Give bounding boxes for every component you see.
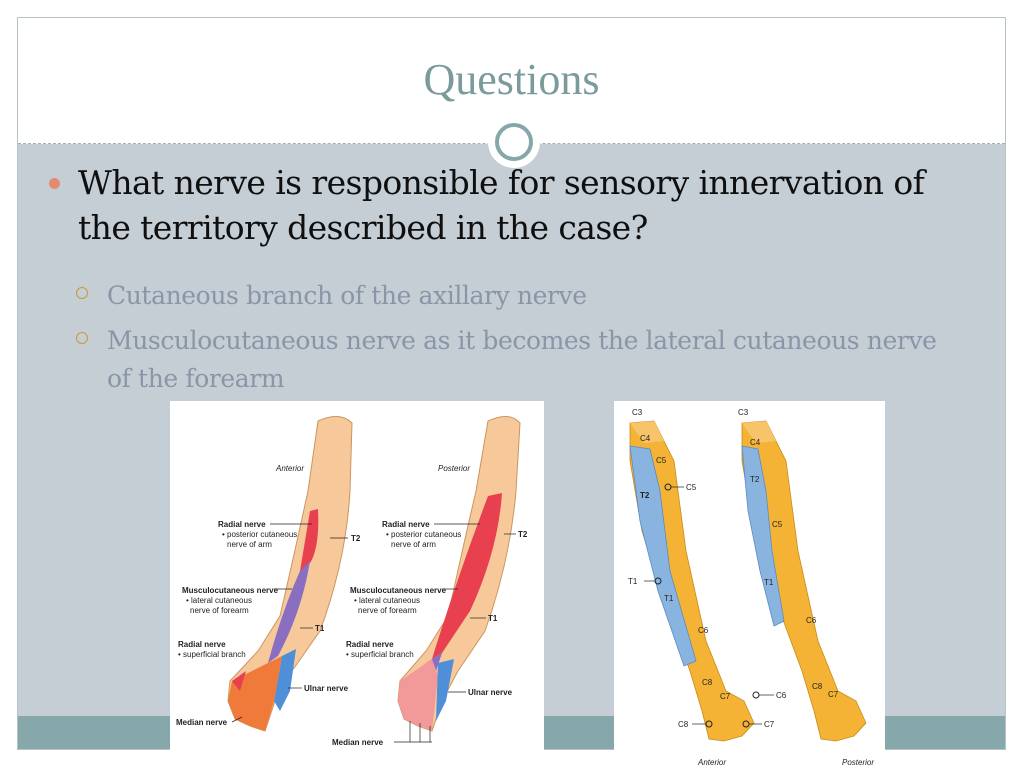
posterior-dermatome-arm: [741, 420, 867, 742]
label-sub: • posterior cutaneous: [386, 530, 461, 539]
label-sub: nerve of forearm: [190, 606, 249, 615]
t2-label: T2: [351, 534, 361, 543]
c3-label: C3: [632, 408, 643, 417]
t1-label: T1: [628, 577, 638, 586]
t1-label: T1: [664, 594, 674, 603]
label-sub: nerve of arm: [391, 540, 436, 549]
median-nerve-label: Median nerve: [332, 738, 384, 747]
c5-label: C5: [686, 483, 697, 492]
label-sub: • lateral cutaneous: [186, 596, 252, 605]
t1-label: T1: [488, 614, 498, 623]
posterior-arm: Posterior: [397, 416, 521, 732]
ornament-ring: [495, 123, 533, 161]
t2-label: T2: [640, 491, 650, 500]
c6-label: C6: [806, 616, 817, 625]
label-sub: • superficial branch: [178, 650, 246, 659]
c7-label: C7: [828, 690, 839, 699]
musculocutaneous-label: Musculocutaneous nerve: [350, 586, 447, 595]
sub-bullet-item: Cutaneous branch of the axillary nerve: [76, 277, 956, 315]
dermatome-figure: C3 C4 C5 T2 C5 T1 T1 C6 C8 C7 C6 C8 C7 A…: [614, 401, 885, 768]
c7-label: C7: [764, 720, 775, 729]
radial-nerve-label: Radial nerve: [346, 640, 394, 649]
view-label: Posterior: [842, 758, 874, 767]
c6-label: C6: [698, 626, 709, 635]
ulnar-nerve-label: Ulnar nerve: [468, 688, 513, 697]
anterior-dermatome-arm: [629, 420, 755, 742]
sub-bullet-text: Musculocutaneous nerve as it becomes the…: [107, 326, 937, 393]
t2-label: T2: [750, 475, 760, 484]
musculocutaneous-label: Musculocutaneous nerve: [182, 586, 279, 595]
view-label: Anterior: [275, 464, 304, 473]
label-sub: • posterior cutaneous: [222, 530, 297, 539]
t1-label: T1: [315, 624, 325, 633]
c6-label: C6: [776, 691, 787, 700]
t1-label: T1: [764, 578, 774, 587]
bullet-dot-icon: [49, 178, 60, 189]
c4-label: C4: [750, 438, 761, 447]
anterior-arm: Anterior: [227, 416, 353, 732]
c5-label: C5: [772, 520, 783, 529]
nerve-territory-figure: Anterior Posterior Radial nerve • poster…: [170, 401, 544, 751]
sub-bullet-circle-icon: [76, 287, 88, 299]
ulnar-nerve-label: Ulnar nerve: [304, 684, 349, 693]
c7-label: C7: [720, 692, 731, 701]
t2-label: T2: [518, 530, 528, 539]
circle-ornament-icon: [488, 116, 540, 168]
c8-label: C8: [812, 682, 823, 691]
label-sub: nerve of forearm: [358, 606, 417, 615]
nerve-territory-illustration: Anterior Posterior Radial nerve • poster…: [176, 416, 528, 747]
radial-nerve-label: Radial nerve: [382, 520, 430, 529]
c4-label: C4: [640, 434, 651, 443]
page-title: Questions: [423, 55, 600, 104]
sub-bullet-circle-icon: [76, 332, 88, 344]
median-nerve-label: Median nerve: [176, 718, 228, 727]
view-label: Anterior: [697, 758, 726, 767]
radial-nerve-label: Radial nerve: [218, 520, 266, 529]
sub-bullet-text: Cutaneous branch of the axillary nerve: [107, 281, 587, 310]
c8-label: C8: [678, 720, 689, 729]
c8-label: C8: [702, 678, 713, 687]
label-sub: • lateral cutaneous: [354, 596, 420, 605]
radial-nerve-label: Radial nerve: [178, 640, 226, 649]
c3-label: C3: [738, 408, 749, 417]
view-label: Posterior: [438, 464, 470, 473]
sub-bullet-item: Musculocutaneous nerve as it becomes the…: [76, 322, 956, 398]
c5-label: C5: [656, 456, 667, 465]
label-sub: nerve of arm: [227, 540, 272, 549]
bullet-item: What nerve is responsible for sensory in…: [49, 160, 949, 250]
label-sub: • superficial branch: [346, 650, 414, 659]
dermatome-illustration: C3 C4 C5 T2 C5 T1 T1 C6 C8 C7 C6 C8 C7 A…: [628, 408, 874, 767]
bullet-text: What nerve is responsible for sensory in…: [78, 163, 925, 247]
